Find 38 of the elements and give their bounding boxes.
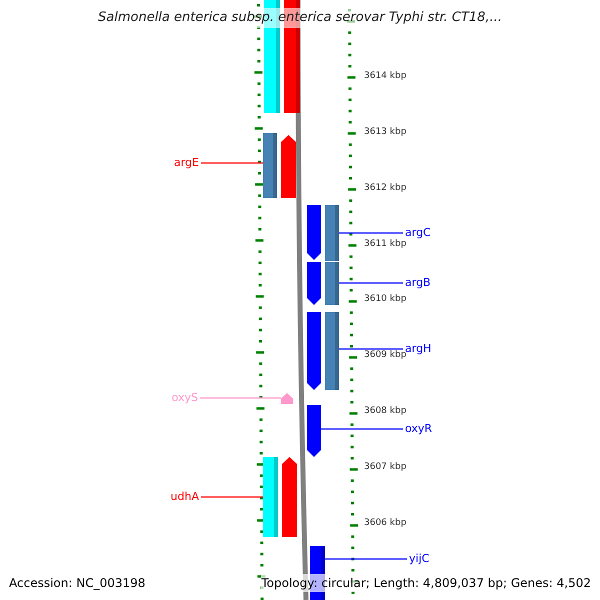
leader-line	[339, 348, 403, 350]
position-label: 3608 kbp	[364, 406, 406, 417]
position-label: 3614 kbp	[364, 71, 406, 82]
position-label: 3607 kbp	[364, 462, 406, 473]
gene-feature-block	[263, 457, 278, 537]
position-label: 3613 kbp	[364, 127, 406, 138]
position-label: 3612 kbp	[364, 183, 406, 194]
gene-label: argH	[405, 342, 445, 356]
gene-label: oxyS	[150, 391, 198, 405]
position-label: 3610 kbp	[364, 294, 406, 305]
gene-label: argC	[405, 226, 445, 240]
gene-feature-block	[281, 135, 296, 198]
gene-feature-block	[307, 312, 321, 390]
topology-text: Topology: circular; Length: 4,809,037 bp; Genes: 4,502	[261, 574, 591, 592]
leader-line	[201, 162, 263, 164]
gene-feature-block	[325, 205, 339, 261]
leader-line	[339, 282, 403, 284]
position-label: 3609 kbp	[364, 350, 406, 361]
gene-feature-block	[307, 405, 321, 457]
leader-line	[325, 558, 407, 560]
gene-label: udhA	[150, 490, 199, 504]
gene-feature-block	[281, 393, 293, 404]
gene-feature-block	[325, 312, 339, 390]
gene-label: yijC	[409, 552, 449, 566]
gene-feature-block	[307, 205, 321, 260]
gene-label: oxyR	[405, 422, 445, 436]
leader-line	[321, 428, 403, 430]
gene-feature-block	[325, 262, 339, 305]
gene-label: argB	[405, 276, 445, 290]
position-label: 3606 kbp	[364, 518, 406, 529]
gene-feature-block	[263, 133, 277, 198]
position-label: 3611 kbp	[364, 239, 406, 250]
gene-feature-block	[307, 262, 321, 305]
gene-feature-block	[282, 457, 297, 537]
leader-line	[339, 232, 403, 234]
leader-line	[200, 397, 281, 399]
gene-label: argE	[150, 156, 199, 170]
leader-line	[201, 496, 263, 498]
